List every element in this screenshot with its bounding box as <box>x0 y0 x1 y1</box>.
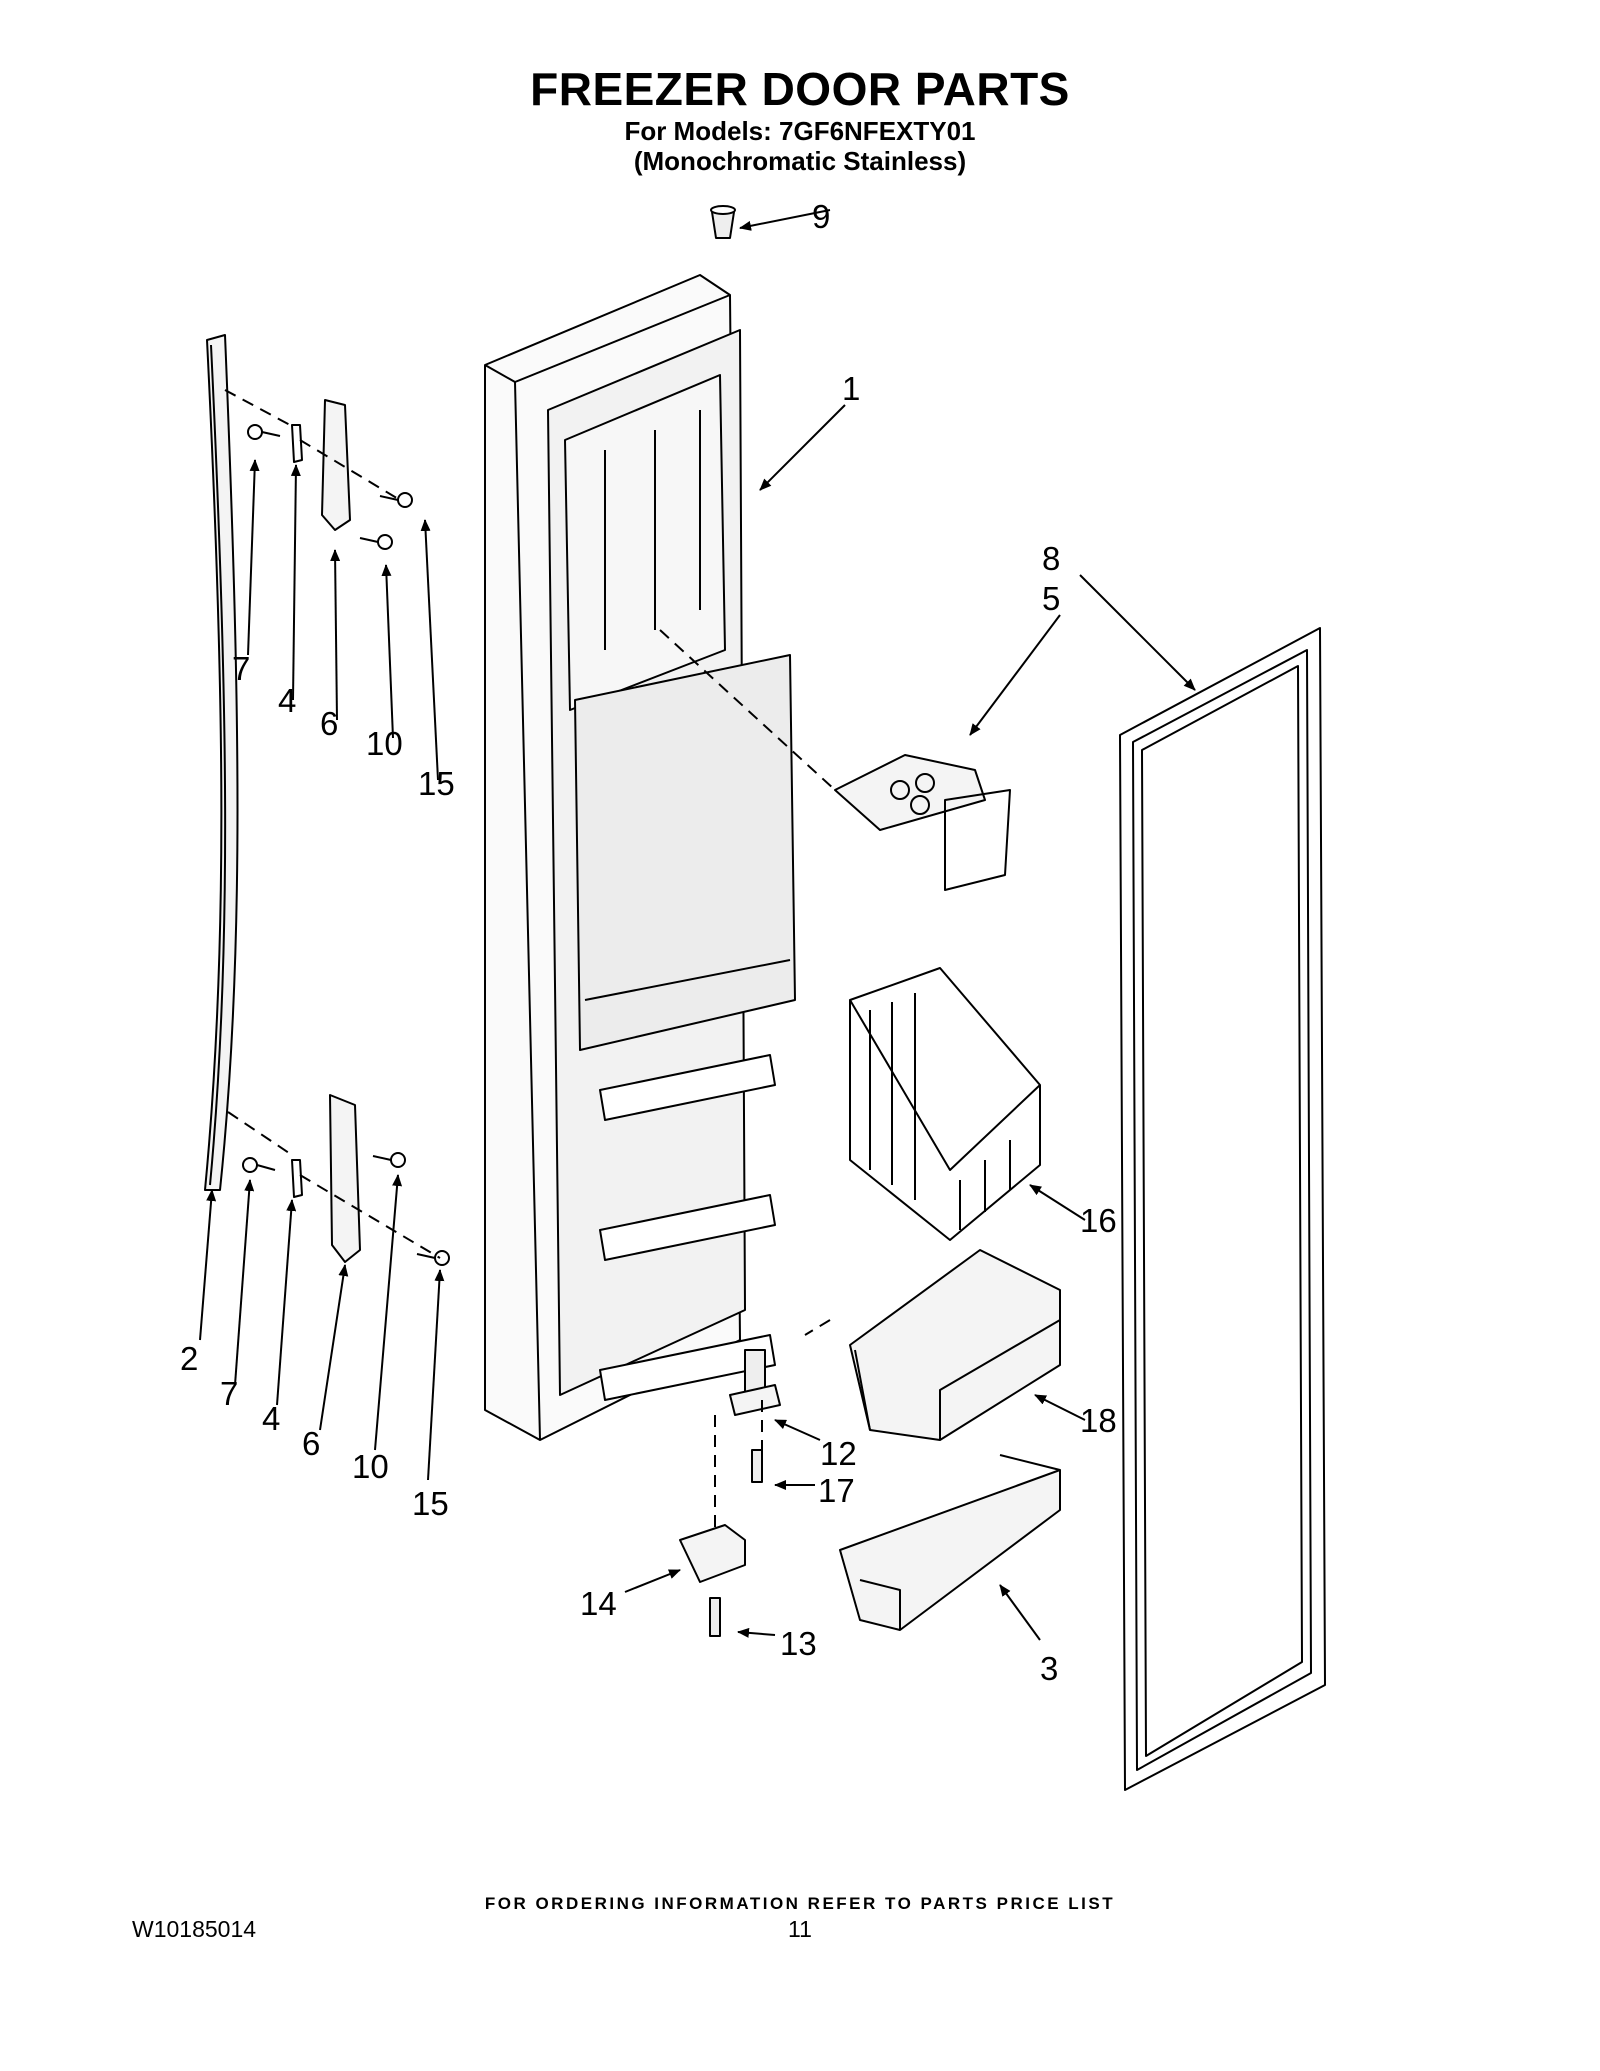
page-title: FREEZER DOOR PARTS <box>530 63 1070 115</box>
callout-1: 1 <box>842 370 860 407</box>
leader-arrows <box>199 209 1196 1641</box>
callout-6-lower: 6 <box>302 1425 320 1462</box>
hinge-bushing <box>710 205 736 239</box>
door-shelf-bin <box>839 1454 1061 1631</box>
models-line: For Models: 7GF6NFEXTY01 <box>624 116 976 146</box>
dispenser-bin <box>849 1249 1061 1441</box>
screws-lower <box>709 1449 763 1637</box>
door-handle <box>204 334 239 1191</box>
hinge-shim <box>834 754 1011 891</box>
lower-handle-mounts <box>242 1094 450 1266</box>
callout-14: 14 <box>580 1585 617 1622</box>
ordering-note: FOR ORDERING INFORMATION REFER TO PARTS … <box>484 1894 1116 1913</box>
callout-9: 9 <box>812 198 830 235</box>
callout-10-upper: 10 <box>366 725 403 762</box>
callout-3: 3 <box>1040 1650 1058 1687</box>
assembly-lines <box>224 389 836 1530</box>
callout-17: 17 <box>818 1472 855 1509</box>
callout-5: 5 <box>1042 580 1060 617</box>
callout-10-lower: 10 <box>352 1448 389 1485</box>
callout-8: 8 <box>1042 540 1060 577</box>
callout-4-lower: 4 <box>262 1400 280 1437</box>
callout-16: 16 <box>1080 1202 1117 1239</box>
callout-7-lower: 7 <box>220 1375 238 1412</box>
lower-hinge-pin <box>729 1349 781 1416</box>
callout-6-upper: 6 <box>320 705 338 742</box>
callout-13: 13 <box>780 1625 817 1662</box>
wire-basket <box>849 967 1041 1241</box>
callout-15-upper: 15 <box>418 765 455 802</box>
callout-numbers: 9 1 8 5 7 4 6 10 15 16 18 3 2 7 4 6 10 1… <box>180 198 1117 1687</box>
finish-line: (Monochromatic Stainless) <box>633 146 967 176</box>
page-number: 11 <box>788 1916 812 1942</box>
callout-4-upper: 4 <box>278 682 296 719</box>
callout-18: 18 <box>1080 1402 1117 1439</box>
callout-15-lower: 15 <box>412 1485 449 1522</box>
document-number: W10185014 <box>132 1916 257 1942</box>
upper-handle-mounts <box>247 399 413 550</box>
callout-12: 12 <box>820 1435 857 1472</box>
callout-7-upper: 7 <box>232 650 250 687</box>
freezer-door <box>484 274 796 1441</box>
lower-hinge-bracket <box>679 1524 746 1583</box>
callout-2: 2 <box>180 1340 198 1377</box>
door-gasket <box>1119 627 1326 1791</box>
